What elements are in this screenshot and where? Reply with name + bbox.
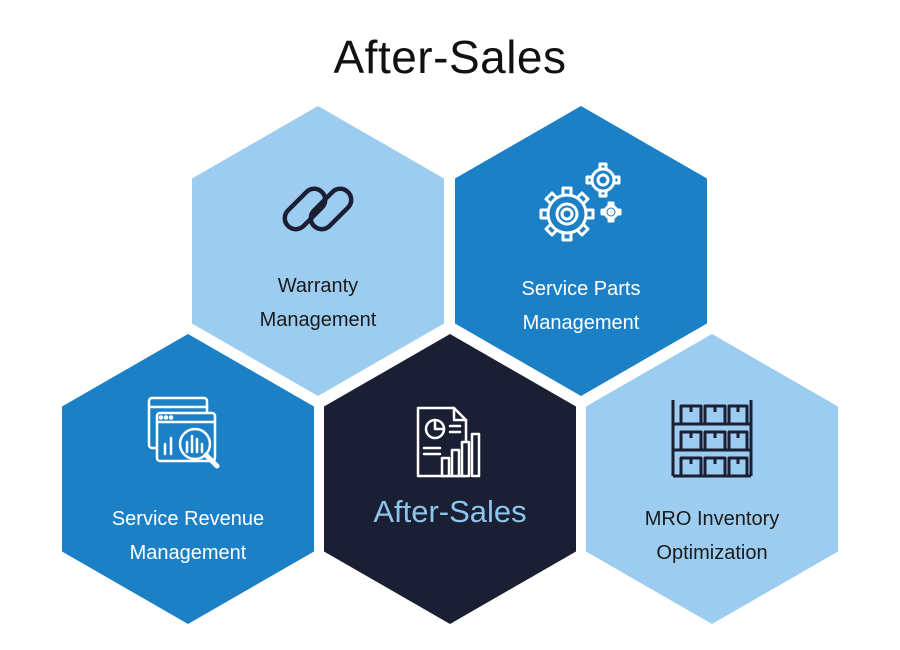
- hex-warranty-line2: Management: [259, 309, 377, 331]
- hex-service-revenue-label: Service Revenue Management: [62, 502, 314, 570]
- page-title: After-Sales: [333, 31, 567, 83]
- hex-service-parts-line1: Service Parts: [521, 278, 641, 300]
- hex-mro-line1: MRO Inventory: [644, 508, 780, 530]
- report-chart-icon: [410, 406, 490, 487]
- hex-service-parts-label: Service Parts Management: [455, 272, 707, 340]
- hex-service-revenue-line2: Management: [129, 542, 247, 564]
- hex-service-revenue-line1: Service Revenue: [111, 508, 265, 530]
- hex-warranty-label: Warranty Management: [192, 269, 444, 337]
- hex-after-sales-center: After-Sales: [324, 334, 576, 624]
- hex-service-parts-management: Service Parts Management: [455, 106, 707, 396]
- hex-mro-inventory-optimization: MRO Inventory Optimization: [586, 334, 838, 624]
- warehouse-shelves-icon: [667, 396, 757, 485]
- hex-warranty-line1: Warranty: [277, 275, 359, 297]
- gears-icon: [531, 158, 631, 253]
- hex-warranty-management: Warranty Management: [192, 106, 444, 396]
- chain-link-icon: [273, 164, 363, 259]
- analytics-magnifier-icon: [143, 394, 233, 485]
- hex-service-parts-line2: Management: [522, 312, 640, 334]
- hex-service-revenue-management: Service Revenue Management: [62, 334, 314, 624]
- hex-center-label: After-Sales: [373, 494, 527, 529]
- hex-mro-label: MRO Inventory Optimization: [586, 502, 838, 570]
- hex-mro-line2: Optimization: [656, 542, 768, 564]
